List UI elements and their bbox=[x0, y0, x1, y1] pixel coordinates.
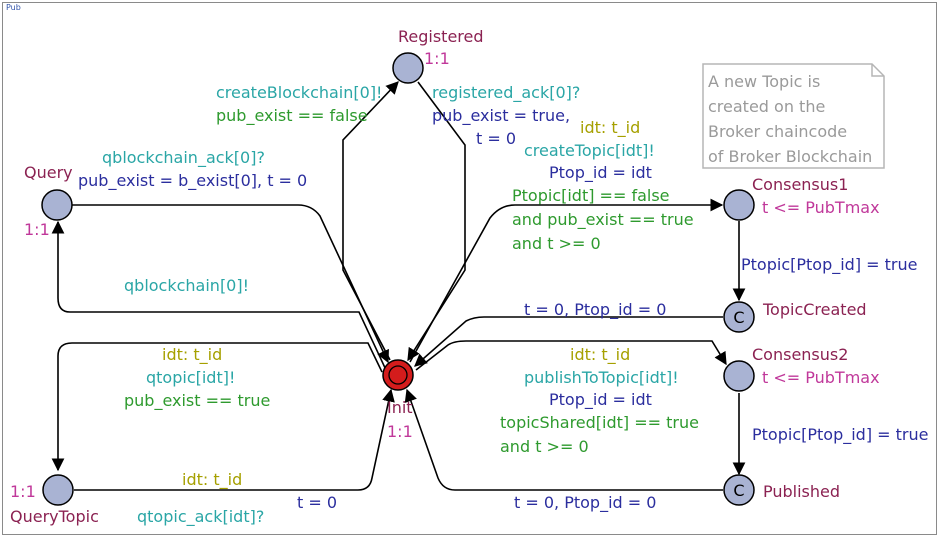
location-published[interactable]: C bbox=[723, 474, 755, 506]
consensus1-name: Consensus1 bbox=[752, 175, 848, 194]
location-init[interactable] bbox=[382, 359, 414, 391]
qblockchain-ack-sync: qblockchain_ack[0]? bbox=[102, 148, 265, 168]
publish-sync: publishToTopic[idt]! bbox=[524, 368, 679, 387]
publish-assign: Ptop_id = idt bbox=[549, 390, 652, 410]
registered-name: Registered bbox=[398, 27, 484, 46]
registered-ack-assign-1: pub_exist = true, bbox=[432, 106, 570, 126]
committed-icon: C bbox=[733, 308, 744, 327]
location-registered[interactable] bbox=[392, 52, 424, 84]
edge-qblockchain-ack[interactable] bbox=[72, 204, 389, 364]
qtopic-guard: pub_exist == true bbox=[124, 391, 270, 411]
query-name: Query bbox=[24, 163, 73, 182]
location-topiccreated[interactable]: C bbox=[723, 301, 755, 333]
create-topic-guard-3: and t >= 0 bbox=[512, 234, 601, 253]
note-line-2: created on the bbox=[708, 97, 825, 116]
published-name: Published bbox=[763, 482, 840, 501]
consensus1-invariant: t <= PubTmax bbox=[762, 198, 880, 217]
qblockchain-sync: qblockchain[0]! bbox=[124, 276, 249, 295]
consensus2-invariant: t <= PubTmax bbox=[762, 368, 880, 387]
publish-guard-2: and t >= 0 bbox=[500, 437, 589, 456]
note-line-3: Broker chaincode bbox=[708, 122, 847, 141]
location-query[interactable] bbox=[41, 189, 73, 221]
location-consensus1[interactable] bbox=[723, 189, 755, 221]
qtopic-select: idt: t_id bbox=[162, 345, 222, 365]
created-to-init-assign: t = 0, Ptop_id = 0 bbox=[524, 300, 666, 320]
querytopic-name: QueryTopic bbox=[10, 507, 99, 526]
edge-qtopic-ack[interactable] bbox=[74, 388, 395, 491]
published-to-init-assign: t = 0, Ptop_id = 0 bbox=[514, 493, 656, 513]
registered-rate: 1:1 bbox=[424, 49, 450, 68]
comment-note: A new Topic is created on the Broker cha… bbox=[702, 63, 885, 169]
create-blockchain-guard: pub_exist == false bbox=[216, 106, 368, 126]
initial-location-icon bbox=[388, 365, 408, 385]
init-name: Init bbox=[387, 398, 413, 417]
location-consensus2[interactable] bbox=[723, 360, 755, 392]
edge-create-topic[interactable] bbox=[409, 198, 724, 363]
qtopic-ack-assign: t = 0 bbox=[297, 493, 337, 512]
init-rate: 1:1 bbox=[387, 422, 413, 441]
note-line-4: of Broker Blockchain bbox=[708, 147, 872, 166]
topiccreated-name: TopicCreated bbox=[762, 300, 867, 319]
note-line-1: A new Topic is bbox=[708, 72, 820, 91]
consensus1-to-created-assign: Ptopic[Ptop_id] = true bbox=[741, 255, 917, 275]
location-querytopic[interactable] bbox=[42, 474, 74, 506]
template-tab[interactable]: Pub bbox=[6, 3, 21, 12]
publish-select: idt: t_id bbox=[570, 345, 630, 365]
qtopic-sync: qtopic[idt]! bbox=[146, 368, 235, 387]
edge-created-to-init[interactable] bbox=[414, 316, 723, 367]
edge-qblockchain[interactable] bbox=[51, 220, 387, 371]
query-rate: 1:1 bbox=[24, 220, 50, 239]
registered-ack-sync: registered_ack[0]? bbox=[432, 83, 580, 103]
qblockchain-ack-assign: pub_exist = b_exist[0], t = 0 bbox=[78, 171, 307, 191]
edge-qtopic[interactable] bbox=[51, 342, 383, 472]
consensus2-name: Consensus2 bbox=[752, 345, 848, 364]
qtopic-ack-sync: qtopic_ack[idt]? bbox=[137, 507, 264, 527]
edge-published-to-init[interactable] bbox=[404, 388, 723, 491]
registered-ack-assign-2: t = 0 bbox=[476, 129, 516, 148]
committed-icon: C bbox=[733, 481, 744, 500]
edge-publish[interactable] bbox=[415, 340, 727, 371]
create-topic-guard-2: and pub_exist == true bbox=[512, 210, 694, 230]
consensus2-to-published-assign: Ptopic[Ptop_id] = true bbox=[752, 425, 928, 445]
publish-guard-1: topicShared[idt] == true bbox=[500, 413, 699, 432]
create-topic-assign: Ptop_id = idt bbox=[549, 163, 652, 183]
create-topic-guard-1: Ptopic[idt] == false bbox=[512, 186, 670, 205]
create-topic-select: idt: t_id bbox=[580, 118, 640, 138]
create-topic-sync: createTopic[idt]! bbox=[524, 141, 655, 160]
qtopic-ack-select: idt: t_id bbox=[182, 470, 242, 490]
querytopic-rate: 1:1 bbox=[10, 482, 36, 501]
create-blockchain-sync: createBlockchain[0]! bbox=[216, 83, 382, 102]
